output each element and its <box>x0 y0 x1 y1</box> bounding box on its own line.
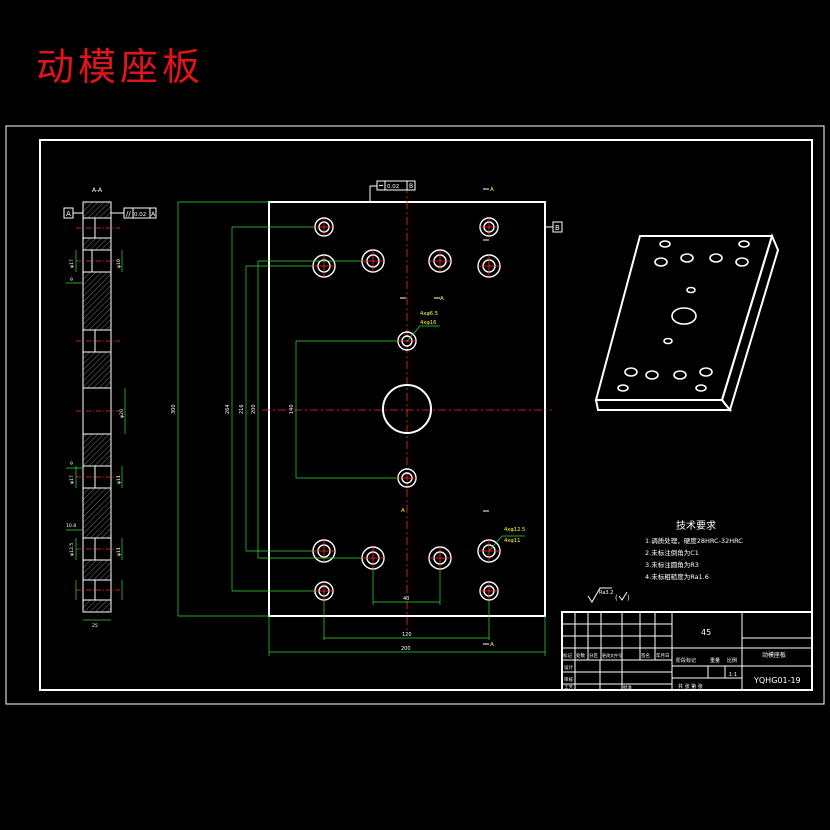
section-view: A-A <box>63 187 157 629</box>
stage-label: 阶段标记 <box>676 657 696 664</box>
weight-label: 重量 <box>710 657 720 664</box>
page-title: 动模座板 <box>36 45 205 89</box>
callout-upper-2: 4xφ16 <box>420 320 436 326</box>
sheet-label: 共 张 第 张 <box>678 683 703 690</box>
part-name: 动模座板 <box>762 651 786 659</box>
section-label: A-A <box>92 187 103 194</box>
flatness-datum: B <box>409 183 413 190</box>
section-datum: A <box>66 210 71 218</box>
svg-text://: // <box>126 210 131 218</box>
row-label-2: 处数 <box>576 652 585 659</box>
plan-datum: B <box>555 224 560 232</box>
title-block <box>561 611 813 691</box>
row-label-5: 签名 <box>641 652 650 659</box>
reviewer-label: 审核 <box>564 676 573 683</box>
plate-holes <box>312 217 501 601</box>
dim-section-thickness: 25 <box>92 623 98 629</box>
plan-view: 0.02 B B A A A A <box>171 180 563 656</box>
section-mark-1: A <box>490 187 494 193</box>
dim-section-d5: φ11 <box>116 475 122 484</box>
roughness-value: Ra3.2 <box>599 590 613 596</box>
process-label: 工艺 <box>564 685 573 691</box>
dim-section-d2: φ10 <box>116 259 122 268</box>
isometric-view <box>594 233 780 413</box>
drawing-number: YQHG01-19 <box>753 676 801 685</box>
dim-section-d7: φ11 <box>116 547 122 556</box>
callout-lower-1: 4xφ12.5 <box>504 527 525 533</box>
dim-section-h1: 9 <box>70 277 73 283</box>
material: 45 <box>701 628 711 637</box>
dim-v1: 264 <box>225 404 231 414</box>
dim-v4: 140 <box>289 404 295 414</box>
tech-title: 技术要求 <box>676 519 716 532</box>
outer-frame <box>5 125 825 705</box>
dim-section-h3: 9 <box>70 461 73 467</box>
sprue-hole <box>382 384 432 434</box>
parallelism-datum: A <box>151 211 156 218</box>
dim-v2: 216 <box>239 404 245 414</box>
dim-w-bottom: 40 <box>403 596 409 602</box>
tech-requirements: 技术要求 1.调质处理，硬度28HRC-32HRC 2.未标注倒角为C1 3.未… <box>587 519 743 603</box>
row-label-1: 标记 <box>563 652 572 659</box>
dim-section-d3: φ20 <box>119 409 125 418</box>
dim-section-d4: φ17 <box>69 475 75 484</box>
callout-upper-1: 4xφ6.5 <box>420 311 438 317</box>
svg-text:(: ( <box>615 594 618 602</box>
parallelism-value: 0.02 <box>134 212 146 218</box>
scale-value: 1:1 <box>729 672 737 678</box>
tech-item-1: 1.调质处理，硬度28HRC-32HRC <box>645 536 743 545</box>
tech-item-2: 2.未标注倒角为C1 <box>645 548 699 557</box>
row-label-6: 年月日 <box>656 652 670 659</box>
tech-item-4: 4.未标粗糙度为Ra1.6 <box>645 572 709 581</box>
section-mark-3: A <box>401 508 405 514</box>
dim-section-d1: φ17 <box>69 259 75 268</box>
dim-section-d6: φ12.5 <box>69 543 75 556</box>
approve-label: 批准 <box>623 684 632 691</box>
dim-section-h2: 10.8 <box>66 523 76 529</box>
dim-w-total: 200 <box>401 646 411 652</box>
dim-height: 300 <box>171 404 177 414</box>
row-label-3: 分区 <box>589 652 598 659</box>
flatness-value: 0.02 <box>387 184 399 190</box>
tech-item-3: 3.未标注圆角为R3 <box>645 560 699 569</box>
dim-w-mid: 120 <box>402 632 412 638</box>
inner-frame <box>39 139 813 691</box>
section-mark-4: A <box>490 642 494 648</box>
row-label-4: 更改文件号 <box>602 652 622 658</box>
scale-label: 比例 <box>727 657 737 664</box>
dim-v3: 200 <box>251 404 257 414</box>
callout-lower-2: 4xφ11 <box>504 538 520 544</box>
designer-label: 设计 <box>564 664 573 671</box>
section-mark-2: A <box>440 296 444 302</box>
svg-text:): ) <box>627 594 630 602</box>
